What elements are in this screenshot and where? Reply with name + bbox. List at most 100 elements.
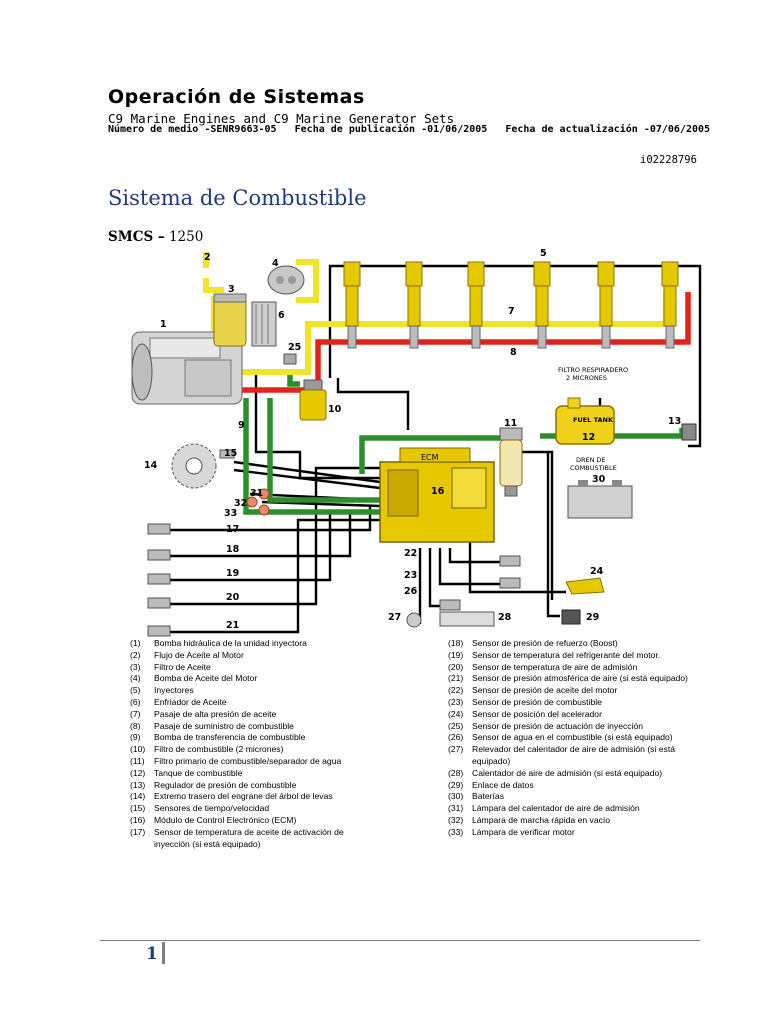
legend-item-number: (8): [130, 720, 141, 731]
callout-15: 15: [224, 448, 237, 459]
wiring-harness: [170, 264, 702, 634]
callout-8: 8: [510, 347, 517, 358]
legend-item: (18) Sensor de presión de refuerzo (Boost…: [448, 638, 713, 650]
legend-item-text: Sensor de presión atmosférica de aire (s…: [472, 673, 688, 684]
legend-item: (12)Tanque de combustible: [130, 768, 370, 780]
legend-item-text: Regulador de presión de combustible: [154, 779, 297, 790]
legend-item: (13) Regulador de presión de combustible: [130, 780, 370, 792]
legend-item-text: Sensor de presión de combustible: [472, 696, 602, 707]
legend-item-number: (22): [448, 685, 464, 696]
ecm-module: [379, 447, 495, 543]
microns-label: 2 MICRONES: [566, 374, 607, 382]
legend-item: (20)Sensor de temperatura de aire de adm…: [448, 662, 713, 674]
legend-item-number: (4): [130, 673, 141, 684]
legend-item: (5)Inyectores: [130, 685, 370, 697]
legend-item-number: (3): [130, 661, 141, 672]
left-sensors: [147, 449, 235, 637]
callout-29: 29: [586, 612, 599, 623]
callout-7: 7: [508, 306, 515, 317]
indicator-lamps: [246, 488, 270, 516]
legend-item-text: Calentador de aire de admisión (si está …: [472, 767, 663, 778]
callout-31: 31: [250, 488, 263, 499]
callout-30: 30: [592, 474, 606, 485]
legend-item-text: Filtro de Aceite: [154, 661, 211, 672]
legend-item: (8) Pasaje de suministro de combustible: [130, 721, 370, 733]
callout-5: 5: [540, 248, 547, 259]
battery: [567, 480, 633, 519]
legend-item-number: (1): [130, 638, 141, 648]
oil-filter: [213, 293, 247, 347]
throttle-sensor: [565, 577, 605, 595]
fuel-tank: [555, 397, 615, 445]
injection-actuation-sensor: [283, 353, 297, 365]
legend-item-number: (2): [130, 649, 141, 660]
legend-right: (18) Sensor de presión de refuerzo (Boost…: [448, 638, 713, 839]
fuel-tank-label: FUEL TANK: [573, 416, 614, 424]
legend-item-number: (16): [130, 814, 146, 825]
legend-item-number: (27): [448, 744, 464, 755]
legend-item-text: Lámpara del calentador de aire de admisi…: [472, 803, 640, 814]
callout-17: 17: [226, 524, 239, 535]
breather-label: FILTRO RESPIRADERO: [558, 366, 628, 374]
legend-item-text: Pasaje de alta presión de aceite: [154, 708, 277, 719]
callout-4: 4: [272, 258, 279, 269]
legend-item: (23) Sensor de presión de combustible: [448, 697, 713, 709]
legend-item-number: (18): [448, 638, 464, 648]
fuel-filter: [299, 379, 327, 421]
legend-item: (16)Módulo de Control Electrónico (ECM): [130, 815, 370, 827]
legend-item: (3) Filtro de Aceite: [130, 662, 370, 674]
legend-item-text: Inyectores: [154, 685, 194, 696]
primary-fuel-filter: [499, 427, 523, 497]
callout-32: 32: [234, 498, 247, 509]
legend-item: (28) Calentador de aire de admisión (si e…: [448, 768, 713, 780]
callout-24: 24: [590, 566, 604, 577]
legend-item-text: Sensor de agua en el combustible (si est…: [472, 732, 673, 743]
callout-33: 33: [224, 508, 237, 519]
document-subtitle: C9 Marine Engines and C9 Marine Generato…: [108, 111, 455, 126]
legend-item: (17)Sensor de temperatura de aceite de a…: [130, 827, 370, 851]
legend-item-number: (30): [448, 791, 464, 802]
callout-16: 16: [431, 486, 445, 497]
callout-9: 9: [238, 420, 245, 431]
legend-item-text: Sensor de presión de aceite del motor: [472, 685, 618, 696]
legend-item-text: Sensor de presión de refuerzo (Boost): [472, 638, 618, 648]
legend-item-number: (13): [130, 779, 146, 790]
legend-item-number: (26): [448, 732, 464, 743]
legend-item: (33)Lámpara de verificar motor: [448, 827, 713, 839]
legend-item-text: Pasaje de suministro de combustible: [154, 720, 294, 731]
legend-item-number: (15): [130, 803, 146, 814]
document-id: i02228796: [640, 154, 697, 166]
callout-23: 23: [404, 570, 417, 581]
camshaft-gear: [171, 443, 217, 489]
legend-item-text: Bomba de transferencia de combustible: [154, 732, 306, 743]
section-heading: Sistema de Combustible: [108, 186, 367, 210]
legend-item-text: Filtro primario de combustible/separador…: [154, 755, 342, 766]
legend-item-number: (11): [130, 755, 145, 766]
legend-item-number: (23): [448, 696, 464, 707]
legend-left: (1) Bomba hidráulica de la unidad inyecto…: [130, 638, 370, 850]
legend-item-number: (19): [448, 649, 464, 660]
oil-cooler: [251, 301, 277, 347]
legend-item: (15)Sensores de tiempo/velocidad: [130, 803, 370, 815]
fuel-pressure-regulator: [681, 423, 697, 441]
fuel-system-diagram: ECM FUEL TANK FILTRO RESPIRADERO 2 MICRO…: [131, 248, 702, 637]
legend-item: (9)Bomba de transferencia de combustible: [130, 732, 370, 744]
callout-10: 10: [328, 404, 342, 415]
legend-item-number: (28): [448, 767, 464, 778]
drain-fuel-label: COMBUSTIBLE: [570, 464, 617, 472]
legend-item-text: Sensor de temperatura de aceite de activ…: [154, 826, 344, 849]
smcs-code: SMCS – 1250: [108, 229, 203, 245]
legend-item-number: (21): [448, 673, 464, 684]
legend-item-text: Bomba hidráulica de la unidad inyectora: [154, 638, 307, 648]
callout-13: 13: [668, 416, 681, 427]
engine-oil-pump: [267, 265, 305, 295]
legend-item: (19)Sensor de temperatura del refrigeran…: [448, 650, 713, 662]
callout-20: 20: [226, 592, 240, 603]
callout-22: 22: [404, 548, 417, 559]
legend-item-number: (10): [130, 744, 146, 755]
callout-1: 1: [160, 319, 167, 330]
callout-2: 2: [204, 252, 211, 263]
legend-item-text: Extremo trasero del engrane del árbol de…: [154, 791, 333, 802]
footer-rule: [100, 940, 700, 941]
